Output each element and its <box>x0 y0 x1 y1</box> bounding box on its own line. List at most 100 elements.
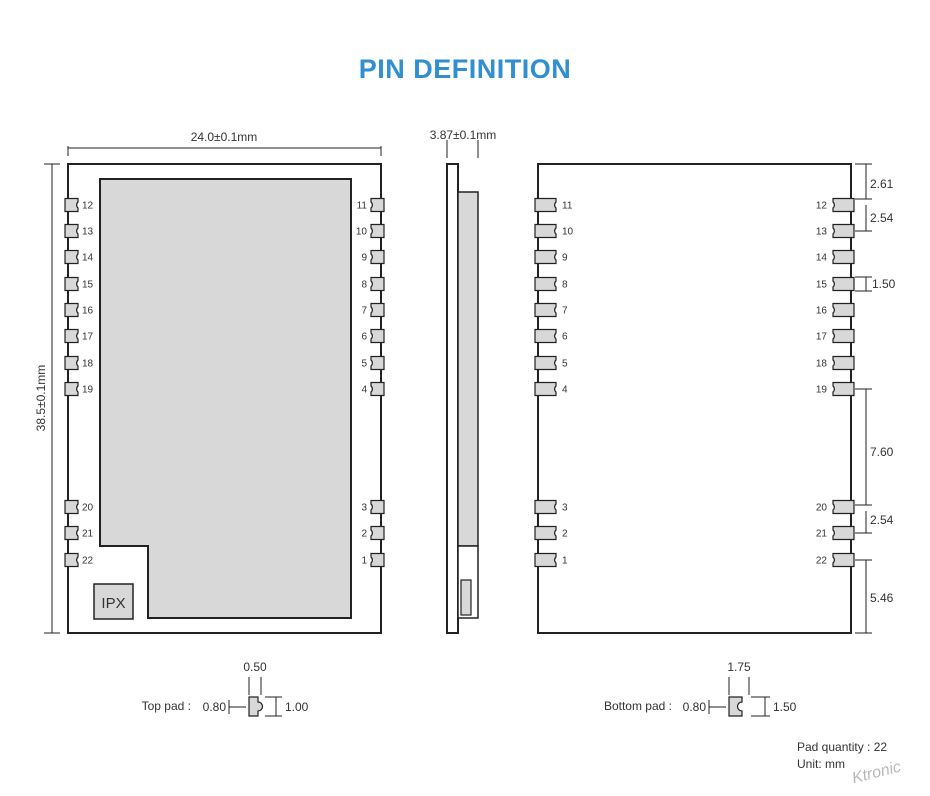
pin-label-15: 15 <box>82 280 94 291</box>
pin-label-7: 7 <box>562 306 568 317</box>
pin-pad-14 <box>64 249 79 265</box>
ipx-connector <box>93 583 134 620</box>
watermark-logo: Ktronic <box>850 759 902 788</box>
pin-pad-5 <box>370 355 385 371</box>
pin-pad-14 <box>832 249 855 265</box>
pin-label-7: 7 <box>361 306 367 317</box>
unit-label: Unit: mm <box>797 757 845 771</box>
pin-label-16: 16 <box>82 306 94 317</box>
dim-1-50: 1.50 <box>872 277 896 291</box>
pin-label-14: 14 <box>82 253 94 264</box>
pin-pad-15 <box>64 276 79 292</box>
dim-7-60: 7.60 <box>870 445 894 459</box>
pin-label-9: 9 <box>562 253 568 264</box>
pin-pad-2 <box>370 525 385 541</box>
pin-pad-4 <box>534 381 557 397</box>
pin-label-6: 6 <box>361 332 367 343</box>
pin-label-3: 3 <box>562 503 568 514</box>
bottom-pad-shape <box>728 696 743 717</box>
dim-2-61: 2.61 <box>870 177 894 191</box>
pin-label-15: 15 <box>816 280 828 291</box>
width-label: 24.0±0.1mm <box>191 130 258 144</box>
pin-label-20: 20 <box>82 503 94 514</box>
top-pad-shape <box>248 696 264 717</box>
pin-pad-12 <box>64 197 79 213</box>
bottom-pad-width: 1.75 <box>727 660 751 674</box>
bottom-pad-left-dim: 0.80 <box>683 700 707 714</box>
bottom-dimension-chain <box>855 163 872 634</box>
pin-pad-20 <box>832 499 855 515</box>
pin-label-5: 5 <box>562 359 568 370</box>
pin-label-22: 22 <box>82 556 94 567</box>
pin-pad-2 <box>534 525 557 541</box>
bottom-pad-detail: Bottom pad : 1.75 0.80 1.50 <box>604 660 797 717</box>
pin-label-19: 19 <box>816 385 828 396</box>
pin-label-11: 11 <box>357 201 368 212</box>
pin-label-12: 12 <box>816 201 828 212</box>
pin-pad-10 <box>370 223 385 239</box>
pin-label-9: 9 <box>361 253 367 264</box>
pin-pad-9 <box>534 249 557 265</box>
pin-pad-19 <box>832 381 855 397</box>
top-pad-left-dim: 0.80 <box>203 700 227 714</box>
pin-pad-8 <box>534 276 557 292</box>
pin-label-13: 13 <box>816 227 828 238</box>
pin-label-18: 18 <box>816 359 828 370</box>
pin-label-8: 8 <box>562 280 568 291</box>
pin-label-4: 4 <box>562 385 568 396</box>
pin-pad-7 <box>370 302 385 318</box>
dim-2-54-top: 2.54 <box>870 211 894 225</box>
pin-label-11: 11 <box>562 201 573 212</box>
pin-pad-3 <box>534 499 557 515</box>
pin-pad-21 <box>832 525 855 541</box>
pin-pad-17 <box>64 328 79 344</box>
dim-5-46: 5.46 <box>870 591 894 605</box>
pin-pad-15 <box>832 276 855 292</box>
side-view: 3.87±0.1mm <box>430 128 497 634</box>
page-title: PIN DEFINITION <box>358 54 572 84</box>
pin-pad-1 <box>370 552 385 568</box>
pin-pad-12 <box>832 197 855 213</box>
pin-pad-18 <box>832 355 855 371</box>
thickness-label: 3.87±0.1mm <box>430 128 497 142</box>
pin-label-17: 17 <box>816 332 828 343</box>
pin-label-14: 14 <box>816 253 828 264</box>
pin-pad-8 <box>370 276 385 292</box>
pin-pad-16 <box>832 302 855 318</box>
pin-label-21: 21 <box>816 529 828 540</box>
pin-label-8: 8 <box>361 280 367 291</box>
pin-label-2: 2 <box>361 529 367 540</box>
pin-pad-6 <box>370 328 385 344</box>
pin-pad-5 <box>534 355 557 371</box>
pin-label-13: 13 <box>82 227 94 238</box>
pin-pad-20 <box>64 499 79 515</box>
pin-pad-22 <box>832 552 855 568</box>
ipx-label: IPX <box>101 595 125 612</box>
pin-label-21: 21 <box>82 529 94 540</box>
pin-label-1: 1 <box>361 556 367 567</box>
pin-pad-4 <box>370 381 385 397</box>
pin-label-10: 10 <box>562 227 574 238</box>
pin-label-12: 12 <box>82 201 94 212</box>
side-ipx <box>460 579 472 616</box>
pin-pad-17 <box>832 328 855 344</box>
pin-pad-22 <box>64 552 79 568</box>
side-shield <box>457 191 479 547</box>
pin-pad-16 <box>64 302 79 318</box>
top-pad-width: 0.50 <box>243 660 267 674</box>
shield-can <box>99 178 352 619</box>
pin-pad-11 <box>370 197 385 213</box>
dim-2-54-bottom: 2.54 <box>870 513 894 527</box>
pad-quantity: Pad quantity : 22 <box>797 740 887 754</box>
pin-label-18: 18 <box>82 359 94 370</box>
top-pad-detail: Top pad : 0.50 0.80 1.00 <box>142 660 309 717</box>
pin-label-5: 5 <box>361 359 367 370</box>
bottom-pad-right-dim: 1.50 <box>773 700 797 714</box>
pin-pad-1 <box>534 552 557 568</box>
pin-pad-13 <box>64 223 79 239</box>
pin-pad-13 <box>832 223 855 239</box>
